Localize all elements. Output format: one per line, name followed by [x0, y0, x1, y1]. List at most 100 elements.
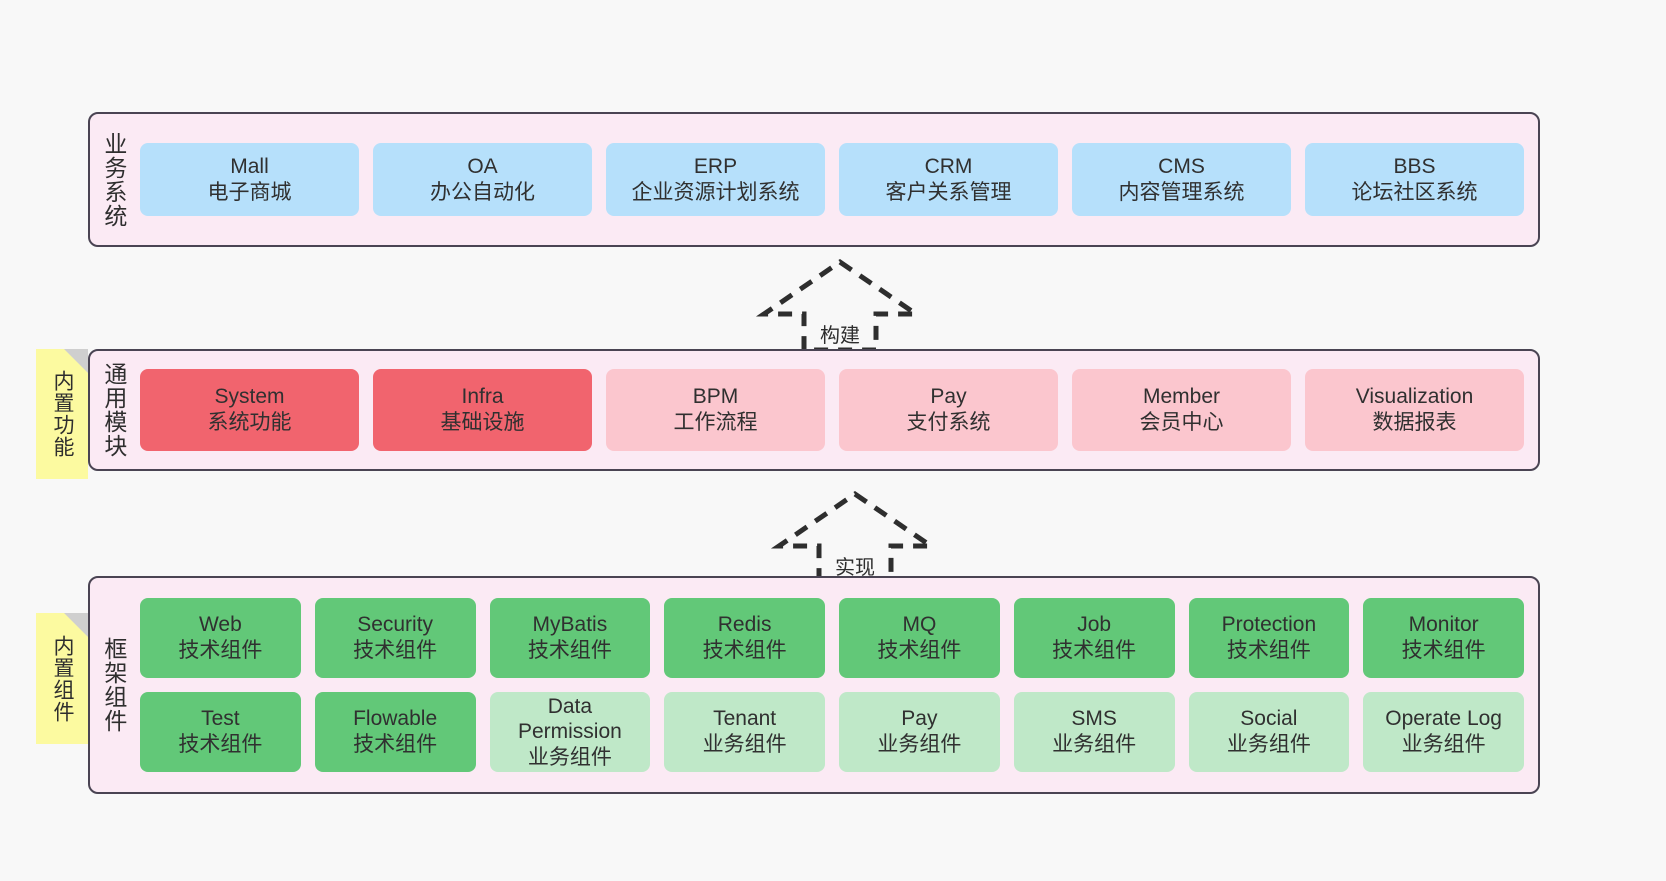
- tile-flowable-cn: 技术组件: [353, 733, 438, 756]
- framework-tile-row-tech: Web 技术组件 Security 技术组件 MyBatis 技术组件 Redi…: [140, 598, 1524, 678]
- layer-module-body: System 系统功能 Infra 基础设施 BPM 工作流程 Pay 支付系统…: [136, 351, 1538, 469]
- tile-infra-cn: 基础设施: [440, 411, 525, 434]
- tile-infra-en: Infra: [461, 385, 504, 409]
- tile-member[interactable]: Member 会员中心: [1072, 369, 1291, 451]
- framework-tile-row-mixed: Test 技术组件 Flowable 技术组件 Data Permission …: [140, 692, 1524, 772]
- tile-mall[interactable]: Mall 电子商城: [140, 143, 359, 216]
- sticky-note-builtin-features: 内置功能: [36, 349, 88, 479]
- build-arrow-icon: [755, 258, 925, 353]
- tile-sms-cn: 业务组件: [1052, 733, 1137, 756]
- tile-protection[interactable]: Protection 技术组件: [1188, 598, 1350, 678]
- tile-pay-component-en: Pay: [901, 707, 938, 731]
- tile-pay-module[interactable]: Pay 支付系统: [839, 369, 1058, 451]
- tile-tenant-cn: 业务组件: [702, 733, 787, 756]
- tile-mq-cn: 技术组件: [877, 639, 962, 662]
- tile-visualization[interactable]: Visualization 数据报表: [1305, 369, 1524, 451]
- tile-cms-en: CMS: [1158, 154, 1205, 178]
- tile-web[interactable]: Web 技术组件: [140, 598, 301, 678]
- tile-web-en: Web: [198, 613, 242, 637]
- tile-redis-cn: 技术组件: [702, 639, 787, 662]
- tile-protection-en: Protection: [1221, 613, 1317, 637]
- tile-social-cn: 业务组件: [1226, 733, 1311, 756]
- tile-monitor-cn: 技术组件: [1401, 639, 1486, 662]
- tile-data-permission[interactable]: Data Permission 业务组件: [489, 692, 651, 772]
- tile-erp-cn: 企业资源计划系统: [631, 180, 800, 204]
- tile-crm-en: CRM: [924, 154, 973, 178]
- tile-operate-log[interactable]: Operate Log 业务组件: [1363, 692, 1524, 772]
- tile-flowable-en: Flowable: [353, 707, 438, 731]
- connector-implement: 实现: [770, 490, 940, 586]
- tile-erp-en: ERP: [693, 154, 738, 178]
- layer-framework-title: 框架组件: [100, 637, 127, 733]
- tile-social[interactable]: Social 业务组件: [1188, 692, 1350, 772]
- tile-bbs-en: BBS: [1393, 154, 1436, 178]
- tile-member-en: Member: [1142, 385, 1221, 409]
- tile-pay-module-cn: 支付系统: [906, 411, 991, 434]
- tile-job[interactable]: Job 技术组件: [1013, 598, 1175, 678]
- tile-operate-log-en: Operate Log: [1385, 707, 1502, 731]
- tile-job-cn: 技术组件: [1052, 639, 1137, 662]
- tile-monitor-en: Monitor: [1408, 613, 1479, 637]
- tile-system-cn: 系统功能: [207, 411, 292, 434]
- tile-crm-cn: 客户关系管理: [885, 180, 1012, 204]
- tile-data-permission-en: Data Permission: [517, 694, 622, 744]
- tile-erp[interactable]: ERP 企业资源计划系统: [606, 143, 825, 216]
- tile-cms-cn: 内容管理系统: [1118, 180, 1245, 204]
- tile-bbs-cn: 论坛社区系统: [1351, 180, 1478, 204]
- tile-bpm[interactable]: BPM 工作流程: [606, 369, 825, 451]
- sticky-note-builtin-components-label: 内置组件: [50, 634, 74, 723]
- tile-operate-log-cn: 业务组件: [1401, 733, 1486, 756]
- layer-framework-body: Web 技术组件 Security 技术组件 MyBatis 技术组件 Redi…: [136, 578, 1538, 792]
- tile-security[interactable]: Security 技术组件: [314, 598, 476, 678]
- tile-visualization-cn: 数据报表: [1372, 411, 1457, 434]
- tile-mall-en: Mall: [230, 154, 269, 178]
- tile-oa-en: OA: [467, 154, 498, 178]
- implement-arrow-icon: [770, 490, 940, 585]
- connector-build: 构建: [755, 258, 925, 354]
- tile-monitor[interactable]: Monitor 技术组件: [1363, 598, 1524, 678]
- tile-tenant-en: Tenant: [713, 707, 777, 731]
- sticky-fold-icon: [64, 613, 88, 637]
- tile-mybatis[interactable]: MyBatis 技术组件: [489, 598, 651, 678]
- tile-job-en: Job: [1077, 613, 1112, 637]
- tile-oa-cn: 办公自动化: [430, 180, 535, 204]
- sticky-note-builtin-features-label: 内置功能: [50, 370, 74, 458]
- tile-redis[interactable]: Redis 技术组件: [664, 598, 825, 678]
- tile-mybatis-en: MyBatis: [532, 613, 608, 637]
- tile-sms[interactable]: SMS 业务组件: [1013, 692, 1175, 772]
- tile-system[interactable]: System 系统功能: [140, 369, 359, 451]
- sticky-note-builtin-components: 内置组件: [36, 613, 88, 744]
- tile-bpm-en: BPM: [692, 385, 739, 409]
- tile-data-permission-cn: 业务组件: [527, 745, 612, 769]
- tile-tenant[interactable]: Tenant 业务组件: [664, 692, 825, 772]
- layer-business-body: Mall 电子商城 OA 办公自动化 ERP 企业资源计划系统 CRM 客户关系…: [136, 114, 1538, 245]
- sticky-fold-icon: [64, 349, 88, 373]
- tile-pay-component[interactable]: Pay 业务组件: [839, 692, 1000, 772]
- layer-business-title: 业务系统: [100, 131, 127, 228]
- layer-common-module: 通用模块 System 系统功能 Infra 基础设施 BPM 工作流程 Pay…: [88, 349, 1540, 471]
- tile-infra[interactable]: Infra 基础设施: [373, 369, 592, 451]
- tile-mybatis-cn: 技术组件: [527, 639, 612, 662]
- tile-pay-component-cn: 业务组件: [877, 733, 962, 756]
- tile-sms-en: SMS: [1071, 707, 1117, 731]
- layer-business-system: 业务系统 Mall 电子商城 OA 办公自动化 ERP 企业资源计划系统 CRM…: [88, 112, 1540, 247]
- tile-test-cn: 技术组件: [178, 733, 263, 756]
- tile-flowable[interactable]: Flowable 技术组件: [314, 692, 476, 772]
- tile-bpm-cn: 工作流程: [673, 411, 758, 434]
- tile-visualization-en: Visualization: [1355, 385, 1474, 409]
- tile-test-en: Test: [201, 707, 240, 731]
- tile-web-cn: 技术组件: [178, 639, 263, 662]
- tile-bbs[interactable]: BBS 论坛社区系统: [1305, 143, 1524, 216]
- tile-test[interactable]: Test 技术组件: [140, 692, 301, 772]
- tile-mall-cn: 电子商城: [207, 180, 292, 204]
- tile-protection-cn: 技术组件: [1226, 639, 1311, 662]
- tile-mq-en: MQ: [902, 613, 937, 637]
- tile-mq[interactable]: MQ 技术组件: [839, 598, 1000, 678]
- tile-oa[interactable]: OA 办公自动化: [373, 143, 592, 216]
- tile-member-cn: 会员中心: [1139, 411, 1224, 434]
- tile-crm[interactable]: CRM 客户关系管理: [839, 143, 1058, 216]
- business-tile-row: Mall 电子商城 OA 办公自动化 ERP 企业资源计划系统 CRM 客户关系…: [140, 143, 1524, 216]
- layer-framework-components: 框架组件 Web 技术组件 Security 技术组件 MyBatis 技术组件…: [88, 576, 1540, 794]
- tile-cms[interactable]: CMS 内容管理系统: [1072, 143, 1291, 216]
